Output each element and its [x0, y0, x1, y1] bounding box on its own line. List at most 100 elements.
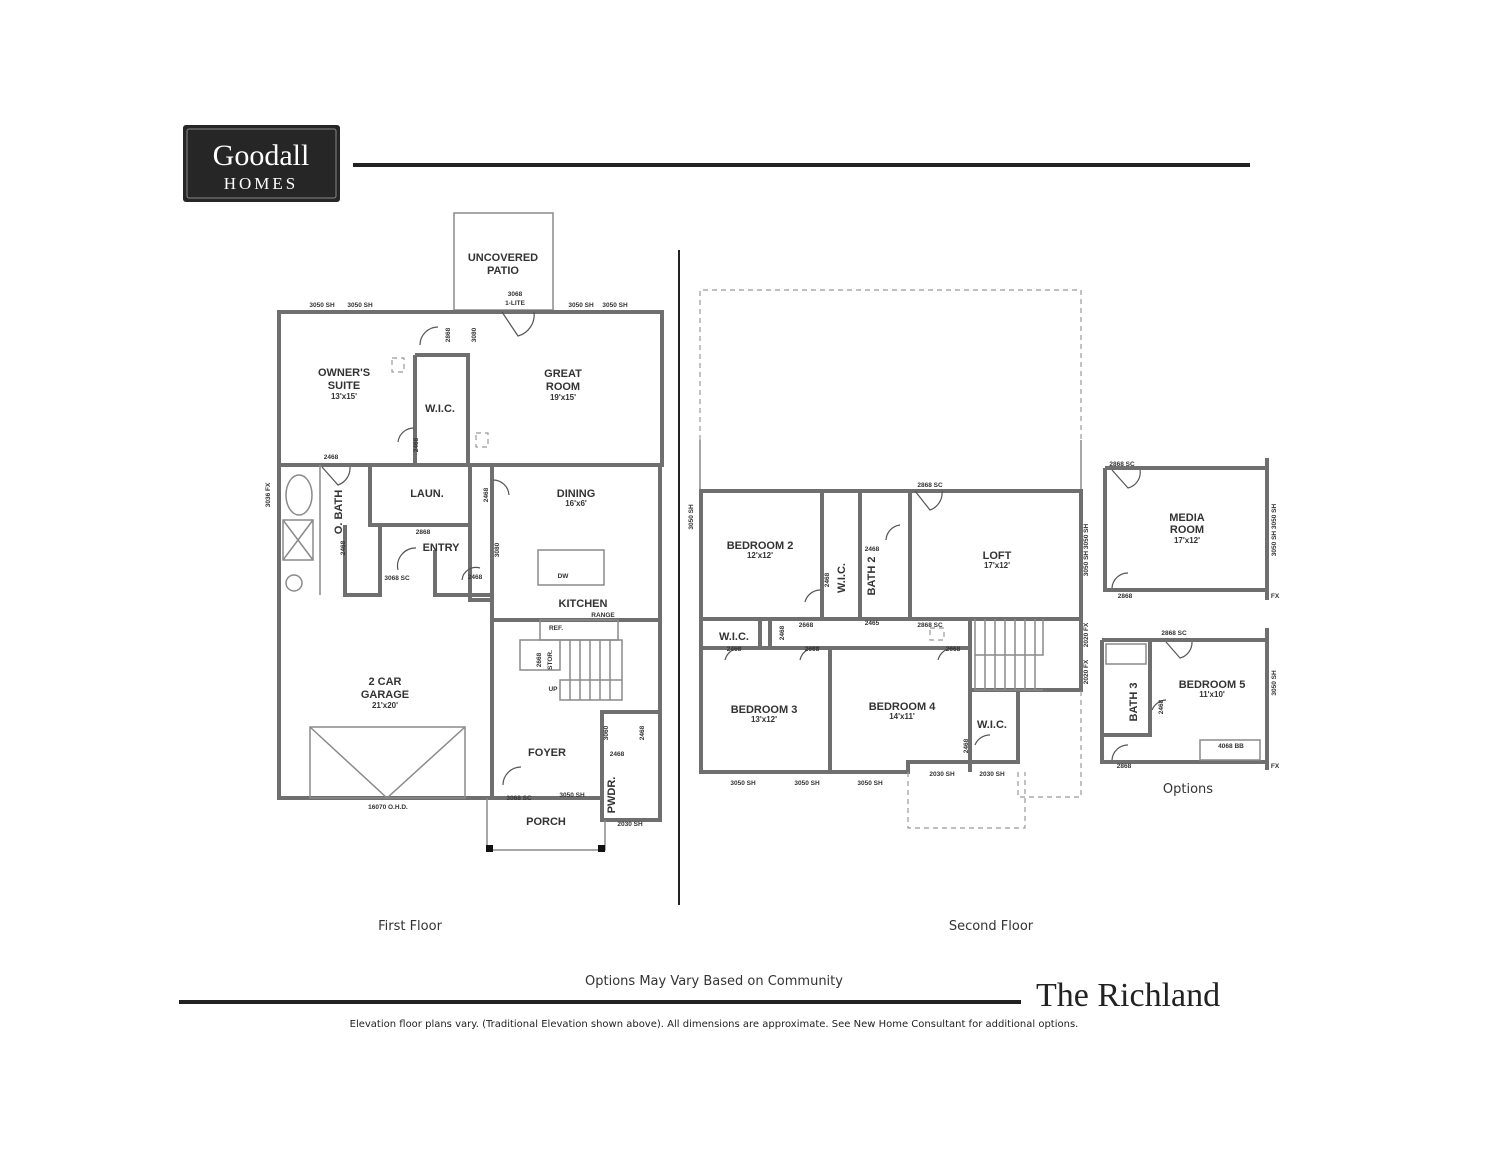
plan-label: PORCH	[526, 816, 566, 828]
plan-label: UP	[548, 686, 558, 693]
plan-label: BEDROOM 4	[869, 701, 937, 713]
plan-label: 2468	[639, 725, 646, 740]
plan-label: 2465	[865, 620, 880, 627]
plan-label: 3036 FX	[265, 482, 272, 507]
plan-label: BEDROOM 3	[731, 704, 798, 716]
plan-label: 11'x10'	[1199, 690, 1225, 699]
plan-label: FX	[1271, 593, 1280, 600]
plan-label: 4068 BB	[1218, 743, 1244, 750]
plan-label: KITCHEN	[559, 598, 608, 610]
plan-label: UNCOVERED	[468, 252, 538, 264]
plan-label: REF.	[549, 625, 563, 632]
plan-label: 2020 FX	[1083, 622, 1090, 647]
plan-label: FOYER	[528, 747, 566, 759]
plan-label: LAUN.	[410, 488, 444, 500]
plan-label: 3050 SH 3050 SH	[1271, 504, 1278, 557]
plan-label: LOFT	[983, 550, 1012, 562]
plan-label: ENTRY	[423, 542, 461, 554]
plan-label: 3080	[494, 542, 501, 557]
plan-label: BATH 3	[1128, 683, 1140, 722]
header-rule	[353, 163, 1250, 167]
plan-label: GREAT	[544, 368, 582, 380]
footer-rule	[179, 1000, 1021, 1004]
plan-label: 3050 SH	[559, 792, 585, 799]
plan-label: 2468	[468, 574, 483, 581]
plan-label: 16'x6'	[565, 499, 587, 508]
plan-label: 3050 SH	[309, 302, 335, 309]
plan-label: W.I.C.	[836, 563, 848, 593]
plan-label: 3068	[508, 291, 523, 298]
options-caption: Options	[1163, 782, 1213, 797]
plan-label: BEDROOM 2	[727, 540, 794, 552]
floor-divider	[678, 250, 680, 905]
plan-label: 2020 FX	[1083, 659, 1090, 684]
plan-label: 3050 SH	[794, 780, 820, 787]
plan-label: 2668	[536, 652, 543, 667]
plan-label: 2868	[416, 529, 431, 536]
plan-label: 3068 SC	[384, 575, 410, 582]
first-floor-caption: First Floor	[378, 919, 442, 934]
plan-label: 3050 SH 3050 SH	[1083, 524, 1090, 577]
plan-label: 19'x15'	[550, 393, 576, 402]
options-plans: 2868 SC MEDIA ROOM 17'x12' 3050 SH 3050 …	[1100, 458, 1280, 770]
plan-label: STOR.	[547, 650, 554, 670]
plan-label: 13'x15'	[331, 392, 357, 401]
goodall-homes-logo: Goodall HOMES	[183, 125, 340, 202]
plan-label: 2868	[1118, 593, 1133, 600]
plan-label: O. BATH	[333, 490, 345, 534]
plan-label: PWDR.	[606, 777, 618, 814]
plan-label: 13'x12'	[751, 715, 777, 724]
plan-label: W.I.C.	[977, 719, 1007, 731]
plan-label: 3050 SH	[688, 504, 695, 530]
second-floor-plan: 3050 SH 2868 SC BEDROOM 2 12'x12' 2468 2…	[688, 289, 1090, 829]
plan-label: 2468	[779, 625, 786, 640]
plan-label: 2030 SH	[929, 771, 955, 778]
plan-label: 3050 SH	[568, 302, 594, 309]
plan-label: 17'x12'	[984, 561, 1010, 570]
plan-label: 2868 SC	[1109, 461, 1135, 468]
plan-label: 14'x11'	[889, 712, 915, 721]
plan-label: RANGE	[591, 612, 615, 619]
plan-label: 2668	[805, 646, 820, 653]
plan-label: 3050 SH	[602, 302, 628, 309]
first-floor-plan: UNCOVERED PATIO 3068 1-LITE 3050 SH 3050…	[265, 212, 664, 852]
plan-label: HOMES	[224, 174, 299, 193]
plan-label: 2868	[445, 327, 452, 342]
plan-label: 1-LITE	[505, 300, 526, 307]
plan-label: 2468	[963, 738, 970, 753]
plan-label: W.I.C.	[719, 631, 749, 643]
disclaimer: Elevation floor plans vary. (Traditional…	[350, 1019, 1079, 1030]
plan-label: 3068 SC	[506, 795, 532, 802]
plan-label: DINING	[557, 488, 596, 500]
plan-label: GARAGE	[361, 689, 409, 701]
plan-label: 2868	[1117, 763, 1132, 770]
plan-label: 2468	[324, 454, 339, 461]
second-floor-caption: Second Floor	[949, 919, 1034, 934]
plan-label: 2468	[340, 540, 347, 555]
plan-label: 3050 SH	[1271, 670, 1278, 696]
plan-label: ROOM	[546, 381, 580, 393]
plan-label: SUITE	[328, 380, 360, 392]
plan-label: 2468	[483, 487, 490, 502]
plan-label: 2468	[413, 437, 420, 452]
plan-label: 3080	[471, 327, 478, 342]
plan-label: 2 CAR	[368, 676, 401, 688]
plan-label: 17'x12'	[1174, 536, 1200, 545]
plan-label: 2468	[824, 572, 831, 587]
plan-label: 3060	[603, 725, 610, 740]
plan-label: 3050 SH	[347, 302, 373, 309]
plan-label: 2468	[610, 751, 625, 758]
plan-label: PATIO	[487, 265, 519, 277]
plan-label: 2868 SC	[917, 482, 943, 489]
plan-label: 2468	[727, 646, 742, 653]
plan-label: 2030 SH	[979, 771, 1005, 778]
plan-name: The Richland	[1036, 977, 1220, 1014]
plan-label: 21'x20'	[372, 701, 398, 710]
plan-label: 16070 O.H.D.	[368, 804, 408, 811]
plan-label: OWNER'S	[318, 367, 370, 379]
plan-label: BEDROOM 5	[1179, 679, 1246, 691]
plan-label: Goodall	[213, 139, 310, 172]
plan-label: 2868 SC	[1161, 630, 1187, 637]
plan-label: FX	[1271, 763, 1280, 770]
